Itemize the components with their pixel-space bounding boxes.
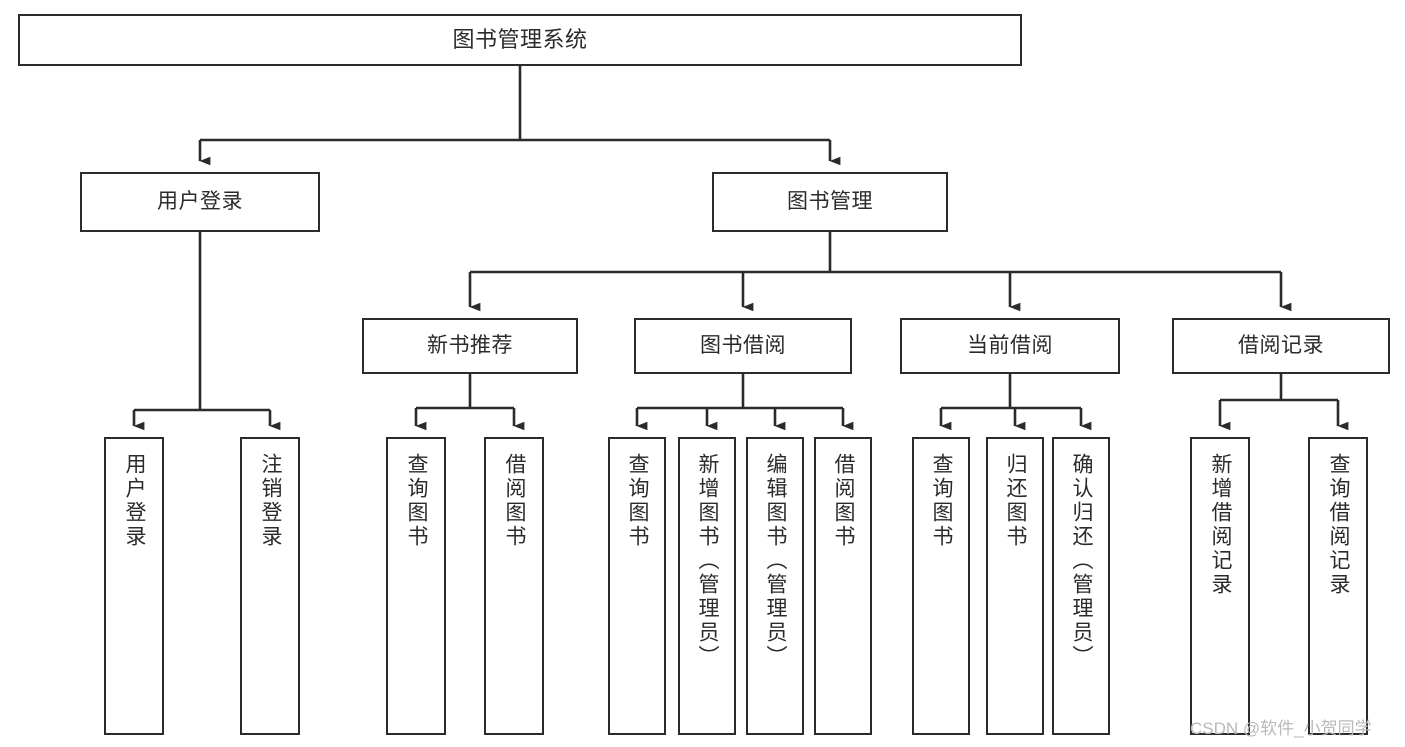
- node-new-book-recommend[interactable]: 新书推荐: [362, 318, 578, 374]
- leaf-bb-query-book-label: 查询图书: [626, 453, 650, 549]
- leaf-cb-query-book[interactable]: 查询图书: [912, 437, 970, 735]
- leaf-cb-query-book-label: 查询图书: [930, 453, 954, 549]
- leaf-user-login[interactable]: 用户登录: [104, 437, 164, 735]
- leaf-bb-borrow-book[interactable]: 借阅图书: [814, 437, 872, 735]
- node-borrow-record[interactable]: 借阅记录: [1172, 318, 1390, 374]
- node-book-manage-label: 图书管理: [787, 189, 873, 213]
- node-root-label: 图书管理系统: [452, 27, 588, 53]
- leaf-cb-confirm-return[interactable]: 确认归还（管理员）: [1052, 437, 1110, 735]
- leaf-user-logout[interactable]: 注销登录: [240, 437, 300, 735]
- leaf-nbr-query-book[interactable]: 查询图书: [386, 437, 446, 735]
- node-book-borrow[interactable]: 图书借阅: [634, 318, 852, 374]
- leaf-br-query-record-label: 查询借阅记录: [1327, 453, 1351, 597]
- node-current-borrow-label: 当前借阅: [967, 333, 1053, 357]
- leaf-nbr-borrow-book-label: 借阅图书: [503, 453, 527, 549]
- watermark: CSDN @软件_小贺同学: [1190, 719, 1372, 738]
- node-user-login[interactable]: 用户登录: [80, 172, 320, 232]
- leaf-cb-confirm-return-label: 确认归还（管理员）: [1070, 453, 1094, 669]
- node-book-manage[interactable]: 图书管理: [712, 172, 948, 232]
- leaf-user-login-label: 用户登录: [123, 453, 147, 549]
- leaf-bb-add-book[interactable]: 新增图书（管理员）: [678, 437, 736, 735]
- leaf-br-add-record-label: 新增借阅记录: [1209, 453, 1233, 597]
- leaf-cb-return-book[interactable]: 归还图书: [986, 437, 1044, 735]
- leaf-cb-return-book-label: 归还图书: [1004, 453, 1028, 549]
- node-borrow-record-label: 借阅记录: [1238, 333, 1324, 357]
- node-book-borrow-label: 图书借阅: [700, 333, 786, 357]
- node-root[interactable]: 图书管理系统: [18, 14, 1022, 66]
- leaf-bb-borrow-book-label: 借阅图书: [832, 453, 856, 549]
- node-current-borrow[interactable]: 当前借阅: [900, 318, 1120, 374]
- leaf-bb-query-book[interactable]: 查询图书: [608, 437, 666, 735]
- leaf-bb-edit-book-label: 编辑图书（管理员）: [764, 453, 788, 669]
- leaf-nbr-query-book-label: 查询图书: [405, 453, 429, 549]
- leaf-br-query-record[interactable]: 查询借阅记录: [1308, 437, 1368, 735]
- leaf-user-logout-label: 注销登录: [259, 453, 283, 549]
- node-user-login-label: 用户登录: [157, 189, 243, 213]
- node-new-book-recommend-label: 新书推荐: [427, 333, 513, 357]
- leaf-br-add-record[interactable]: 新增借阅记录: [1190, 437, 1250, 735]
- leaf-bb-add-book-label: 新增图书（管理员）: [696, 453, 720, 669]
- leaf-nbr-borrow-book[interactable]: 借阅图书: [484, 437, 544, 735]
- leaf-bb-edit-book[interactable]: 编辑图书（管理员）: [746, 437, 804, 735]
